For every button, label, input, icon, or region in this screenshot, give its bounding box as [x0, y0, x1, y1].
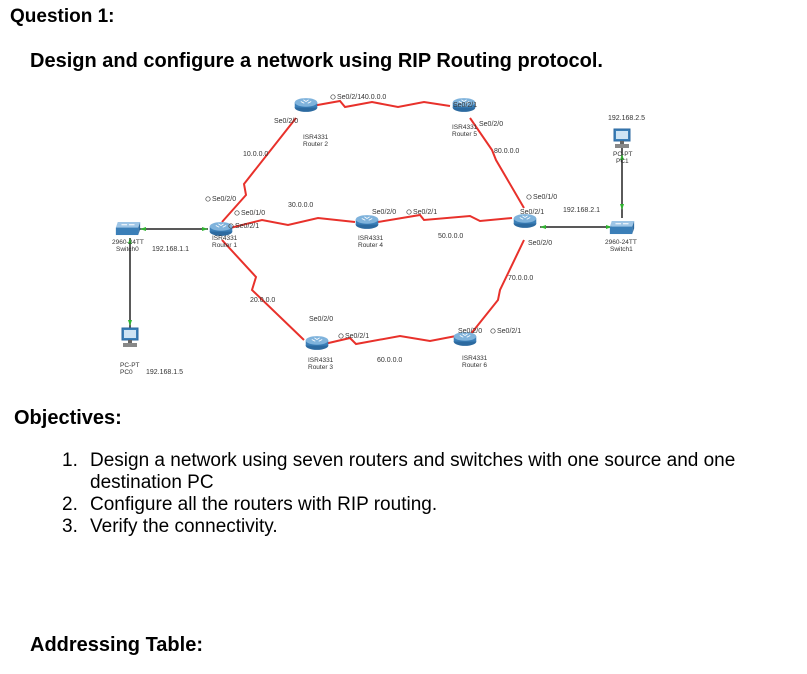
objective-text: Verify the connectivity. — [90, 516, 278, 537]
r4-port-se0-2-1: Se0/2/1 — [413, 209, 437, 216]
router-3-icon[interactable] — [305, 335, 329, 351]
objective-item: 1. Design a network using seven routers … — [52, 450, 792, 494]
link-r5-r7 — [469, 117, 525, 209]
r2-port-se0-2-1: Se0/2/1 — [337, 94, 361, 101]
link-light — [540, 225, 546, 229]
switch1-name: Switch1 — [610, 246, 633, 253]
switch1-ip: 192.168.2.1 — [563, 207, 600, 214]
port-indicator — [234, 210, 240, 216]
pc1-ip: 192.168.2.5 — [608, 115, 645, 122]
port-indicators — [205, 94, 532, 339]
router-2-icon[interactable] — [294, 97, 318, 113]
objective-item: 2. Configure all the routers with RIP ro… — [52, 494, 792, 516]
r5-port-se0-2-1: Se0/2/1 — [453, 102, 477, 109]
objective-number: 1. — [62, 450, 78, 471]
net-50-label: 50.0.0.0 — [438, 233, 463, 240]
link-light — [202, 227, 208, 231]
net-10-label: 10.0.0.0 — [243, 151, 268, 158]
net-40-label: 40.0.0.0 — [361, 94, 386, 101]
r6-name: Router 6 — [462, 362, 487, 369]
r1-port-se0-2-1: Se0/2/1 — [235, 223, 259, 230]
link-lines — [129, 99, 623, 346]
r4-name: Router 4 — [358, 242, 383, 249]
link-lights — [128, 154, 624, 326]
net-60-label: 60.0.0.0 — [377, 357, 402, 364]
switch-0-icon[interactable] — [115, 221, 141, 236]
r3-name: Router 3 — [308, 364, 333, 371]
pc-0-icon[interactable] — [121, 327, 139, 348]
pc0-ip: 192.168.1.5 — [146, 369, 183, 376]
r3-model: ISR4331 — [308, 357, 334, 364]
port-indicator — [526, 194, 532, 200]
r1-port-se0-1-0: Se0/1/0 — [241, 210, 265, 217]
switch0-ip: 192.168.1.1 — [152, 246, 189, 253]
link-light — [620, 154, 624, 160]
r6-port-se0-2-0: Se0/2/0 — [458, 328, 482, 335]
port-indicator — [205, 196, 211, 202]
router-1-icon[interactable] — [209, 221, 233, 237]
r2-model: ISR4331 — [303, 134, 329, 141]
r7-port-se0-2-1: Se0/2/1 — [520, 209, 544, 216]
link-r6-r7 — [469, 239, 525, 336]
link-r1-r4 — [229, 216, 356, 229]
port-indicator — [330, 94, 336, 100]
link-light — [128, 320, 132, 326]
link-r1-r2 — [221, 117, 297, 223]
pc1-model: PC-PT — [613, 151, 633, 158]
net-20-label: 20.0.0.0 — [250, 297, 275, 304]
net-70-label: 70.0.0.0 — [508, 275, 533, 282]
objective-text: Design a network using seven routers and… — [90, 450, 736, 493]
router-7-icon[interactable] — [513, 213, 537, 229]
r1-port-se0-2-0: Se0/2/0 — [212, 196, 236, 203]
objective-number: 3. — [62, 516, 78, 537]
objective-item: 3. Verify the connectivity. — [52, 516, 792, 538]
r1-name: Router 1 — [212, 242, 237, 249]
r7-port-se0-2-0: Se0/2/0 — [528, 240, 552, 247]
objectives-heading: Objectives: — [14, 407, 122, 429]
objective-number: 2. — [62, 494, 78, 515]
switch0-name: Switch0 — [116, 246, 139, 253]
link-light — [606, 225, 612, 229]
r6-port-se0-2-1: Se0/2/1 — [497, 328, 521, 335]
pc-1-icon[interactable] — [613, 128, 631, 149]
link-r1-r3 — [221, 239, 305, 341]
port-indicator — [406, 209, 412, 215]
r3-port-se0-2-1: Se0/2/1 — [345, 333, 369, 340]
r2-port-se0-2-0: Se0/2/0 — [274, 118, 298, 125]
link-r4-r7 — [377, 213, 513, 223]
r5-port-se0-2-0: Se0/2/0 — [479, 121, 503, 128]
net-80-label: 80.0.0.0 — [494, 148, 519, 155]
r5-name: Router 5 — [452, 131, 477, 138]
question-heading: Question 1: — [10, 6, 115, 27]
router-4-icon[interactable] — [355, 214, 379, 230]
switch1-model: 2960-24TT — [605, 239, 637, 246]
net-30-label: 30.0.0.0 — [288, 202, 313, 209]
link-r2-r5 — [311, 99, 451, 109]
network-topology-diagram: Se0/2/1 40.0.0.0 Se0/2/0 ISR4331 Router … — [112, 94, 645, 376]
link-light — [128, 238, 132, 244]
link-light — [140, 227, 146, 231]
port-indicator — [338, 333, 344, 339]
port-indicator — [228, 223, 234, 229]
r6-model: ISR4331 — [462, 355, 488, 362]
objective-text: Configure all the routers with RIP routi… — [90, 494, 438, 515]
r4-model: ISR4331 — [358, 235, 384, 242]
link-light — [620, 204, 624, 210]
question-subheading: Design and configure a network using RIP… — [30, 50, 603, 72]
r7-port-se0-1-0: Se0/1/0 — [533, 194, 557, 201]
pc1-name: PC1 — [616, 158, 629, 165]
r5-model: ISR4331 — [452, 124, 478, 131]
r2-name: Router 2 — [303, 141, 328, 148]
r1-model: ISR4331 — [212, 235, 238, 242]
link-r3-r6 — [319, 334, 457, 346]
pc0-name: PC0 — [120, 369, 133, 376]
r4-port-se0-2-0: Se0/2/0 — [372, 209, 396, 216]
objectives-list: 1. Design a network using seven routers … — [52, 450, 792, 538]
switch-1-icon[interactable] — [609, 220, 635, 235]
port-indicator — [490, 328, 496, 334]
r3-port-se0-2-0: Se0/2/0 — [309, 316, 333, 323]
addressing-table-heading: Addressing Table: — [30, 634, 203, 656]
switch0-model: 2960-24TT — [112, 239, 144, 246]
pc0-model: PC-PT — [120, 362, 140, 369]
